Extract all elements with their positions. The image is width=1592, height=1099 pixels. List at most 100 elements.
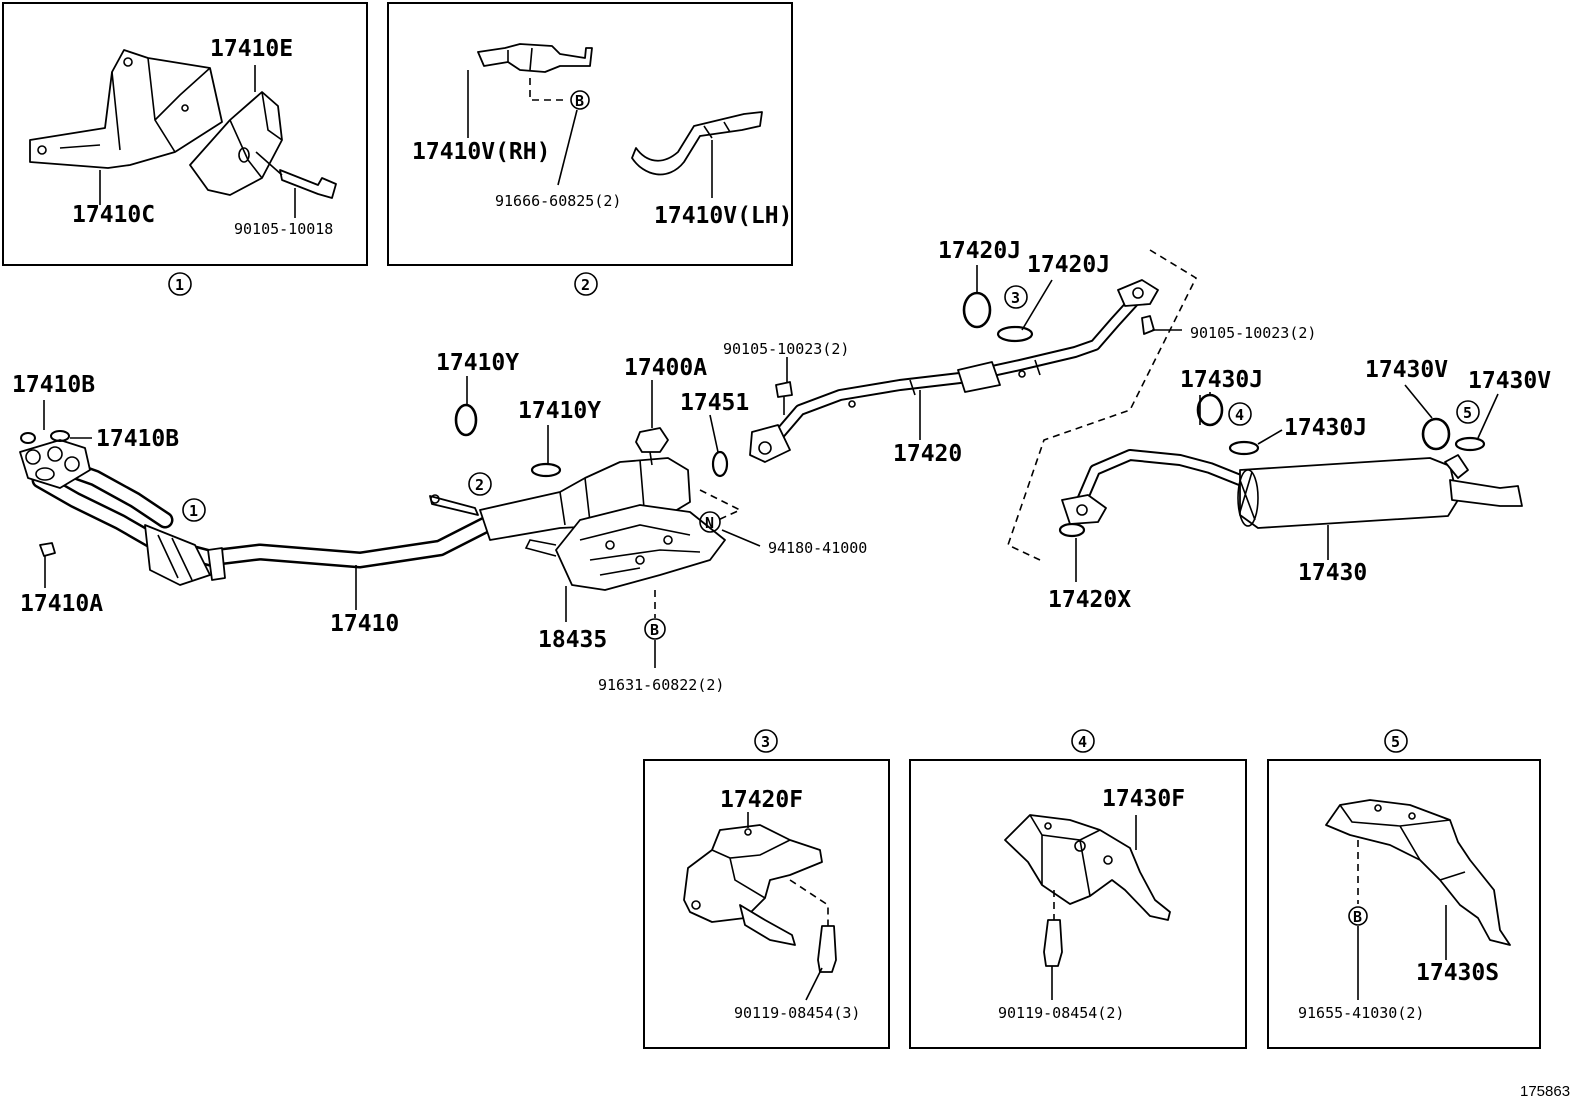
label-17430J-side: 17430J bbox=[1284, 415, 1367, 441]
label-91666-60825: 91666-60825(2) bbox=[495, 192, 621, 210]
inset-1: 17410E 17410C 90105-10018 bbox=[2, 2, 368, 266]
svg-text:3: 3 bbox=[1011, 289, 1020, 307]
svg-text:B: B bbox=[1353, 908, 1362, 926]
label-90105-10018: 90105-10018 bbox=[234, 220, 333, 238]
gasket-17420J-flat[interactable] bbox=[996, 325, 1034, 343]
inset-2: B 17410V(RH) 91666-60825(2) 17410V(LH) bbox=[387, 2, 793, 266]
bracket-17410C[interactable] bbox=[29, 49, 223, 169]
svg-text:3: 3 bbox=[761, 733, 770, 751]
hanger-17410V-on-pipe[interactable] bbox=[429, 495, 479, 516]
label-17400A: 17400A bbox=[624, 355, 707, 381]
gasket-17430V-flat[interactable] bbox=[1454, 436, 1486, 452]
label-18435: 18435 bbox=[538, 627, 607, 653]
label-17410B-side: 17410B bbox=[96, 426, 179, 452]
label-17420X: 17420X bbox=[1048, 587, 1131, 613]
inset-5: B 17430S 91655-41030(2) bbox=[1267, 759, 1541, 1049]
label-17410C: 17410C bbox=[72, 202, 155, 228]
label-17430V-right: 17430V bbox=[1468, 368, 1551, 394]
label-17410Y-mid: 17410Y bbox=[518, 398, 601, 424]
label-17420: 17420 bbox=[893, 441, 962, 467]
callout-5-marker[interactable]: 5 bbox=[1456, 400, 1480, 424]
bracket-17410V-LH[interactable] bbox=[631, 111, 763, 176]
label-90105-10023-left: 90105-10023(2) bbox=[723, 340, 849, 358]
gasket-17430J-flat[interactable] bbox=[1228, 440, 1260, 456]
label-17430J-top: 17430J bbox=[1180, 367, 1263, 393]
callout-1-inset-marker[interactable]: 1 bbox=[168, 272, 192, 296]
nut-17410A[interactable] bbox=[39, 542, 56, 557]
callout-3-inset-marker[interactable]: 3 bbox=[754, 729, 778, 753]
hanger-rubber-17430[interactable] bbox=[1444, 454, 1469, 479]
callout-2-marker[interactable]: 2 bbox=[468, 472, 492, 496]
label-91655-41030: 91655-41030(2) bbox=[1298, 1004, 1424, 1022]
label-17430F: 17430F bbox=[1102, 786, 1185, 812]
svg-text:2: 2 bbox=[475, 476, 484, 494]
callout-1-marker[interactable]: 1 bbox=[182, 498, 206, 522]
svg-text:1: 1 bbox=[189, 502, 198, 520]
callout-4-inset-marker[interactable]: 4 bbox=[1071, 729, 1095, 753]
label-90119-08454-3: 90119-08454(3) bbox=[734, 1004, 860, 1022]
bracket-17430S[interactable] bbox=[1325, 799, 1511, 946]
center-pipe-17420[interactable] bbox=[749, 279, 1159, 463]
svg-text:B: B bbox=[575, 92, 584, 110]
mark-B-main: B bbox=[644, 618, 666, 640]
label-90119-08454-2: 90119-08454(2) bbox=[998, 1004, 1124, 1022]
mark-B-inset2: B bbox=[570, 90, 590, 110]
sensor-17400A[interactable] bbox=[635, 427, 669, 466]
label-17420F: 17420F bbox=[720, 787, 803, 813]
callout-2-inset-marker[interactable]: 2 bbox=[574, 272, 598, 296]
gasket-17430J-ring[interactable] bbox=[1196, 393, 1224, 427]
callout-3-marker[interactable]: 3 bbox=[1004, 285, 1028, 309]
svg-text:5: 5 bbox=[1391, 733, 1400, 751]
leader-lines bbox=[43, 265, 1499, 668]
label-91631-60822: 91631-60822(2) bbox=[598, 676, 724, 694]
bolt-90105-10023-left[interactable] bbox=[775, 381, 793, 398]
bracket-17420F[interactable] bbox=[683, 824, 823, 923]
label-17430: 17430 bbox=[1298, 560, 1367, 586]
label-90105-10023-right: 90105-10023(2) bbox=[1190, 324, 1316, 342]
gasket-17410Y-flat[interactable] bbox=[530, 462, 562, 478]
label-17420J-right: 17420J bbox=[1027, 252, 1110, 278]
label-17410A: 17410A bbox=[20, 591, 103, 617]
bolt-90119-08454-inset3[interactable] bbox=[817, 925, 837, 973]
svg-text:2: 2 bbox=[581, 276, 590, 294]
bolt-90119-08454-inset4[interactable] bbox=[1043, 919, 1063, 967]
svg-text:B: B bbox=[650, 621, 659, 639]
label-17410: 17410 bbox=[330, 611, 399, 637]
callout-5-inset-marker[interactable]: 5 bbox=[1384, 729, 1408, 753]
bracket-17410V-RH[interactable] bbox=[477, 43, 593, 73]
svg-text:4: 4 bbox=[1078, 733, 1087, 751]
bracket-17430F[interactable] bbox=[1004, 814, 1171, 921]
label-17410V-RH: 17410V(RH) bbox=[412, 139, 550, 165]
gasket-17430V-ring[interactable] bbox=[1421, 417, 1451, 451]
gasket-17451[interactable] bbox=[711, 450, 729, 478]
svg-text:5: 5 bbox=[1463, 404, 1472, 422]
svg-text:N: N bbox=[705, 514, 714, 532]
label-17420J-left: 17420J bbox=[938, 238, 1021, 264]
svg-text:4: 4 bbox=[1235, 406, 1244, 424]
gasket-17420J-ring[interactable] bbox=[962, 291, 992, 329]
svg-text:1: 1 bbox=[175, 276, 184, 294]
tail-pipe-muffler-17430[interactable] bbox=[1061, 449, 1523, 529]
gasket-17410B-a[interactable] bbox=[20, 432, 36, 444]
label-17410Y-top: 17410Y bbox=[436, 350, 519, 376]
gasket-17410B-b[interactable] bbox=[50, 430, 70, 442]
label-17410E: 17410E bbox=[210, 36, 293, 62]
inset-4: 17430F 90119-08454(2) bbox=[909, 759, 1247, 1049]
label-17430S: 17430S bbox=[1416, 960, 1499, 986]
mark-N: N bbox=[699, 511, 721, 533]
label-94180-41000: 94180-41000 bbox=[768, 539, 867, 557]
mark-B-inset5: B bbox=[1348, 906, 1368, 926]
label-17430V-left: 17430V bbox=[1365, 357, 1448, 383]
label-17410V-LH: 17410V(LH) bbox=[654, 203, 792, 229]
flange-joint-dashed-outline bbox=[1007, 249, 1198, 561]
bolt-90105-10018[interactable] bbox=[279, 169, 337, 199]
label-17451: 17451 bbox=[680, 390, 749, 416]
callout-4-marker[interactable]: 4 bbox=[1228, 402, 1252, 426]
heat-insulator-18435[interactable] bbox=[524, 504, 726, 591]
inset-3: 17420F 90119-08454(3) bbox=[643, 759, 890, 1049]
bolt-90105-10023-right[interactable] bbox=[1141, 315, 1155, 335]
label-17410B-top: 17410B bbox=[12, 372, 95, 398]
gasket-17410Y-ring[interactable] bbox=[454, 403, 478, 437]
gasket-17420X[interactable] bbox=[1058, 522, 1086, 538]
